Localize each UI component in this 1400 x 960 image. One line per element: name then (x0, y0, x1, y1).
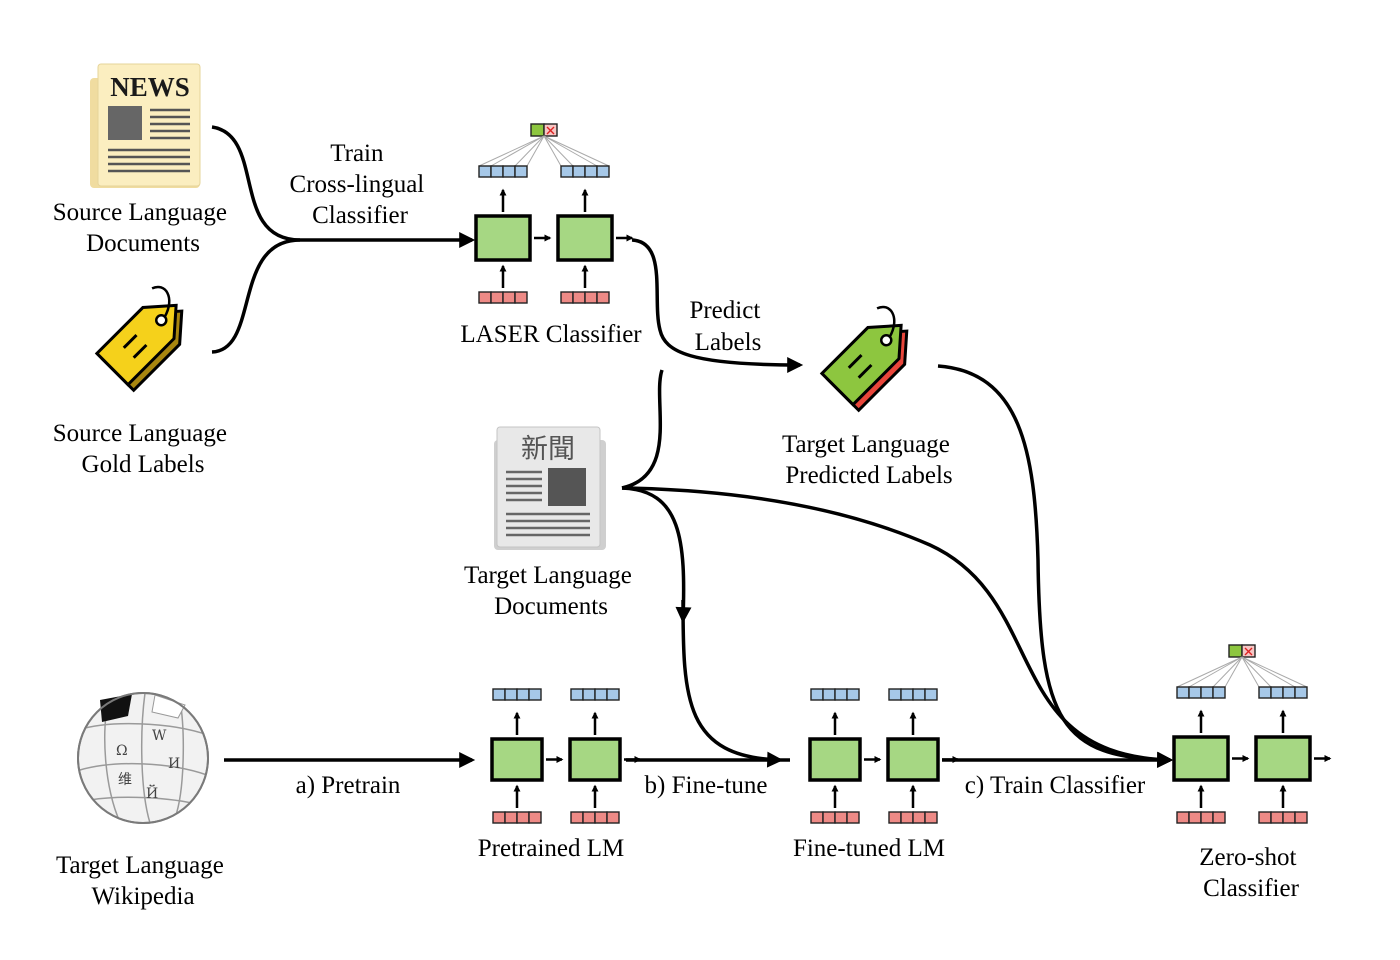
lstm-cell (474, 214, 532, 262)
lstm-cell (556, 214, 614, 262)
output-vector (888, 688, 938, 701)
input-vector (570, 811, 620, 824)
lstm-cell (886, 737, 940, 782)
label-zero-shot-classifier: Zero-shot Classifier (1199, 844, 1302, 902)
arrow-predicted-labels-to-zeroshot (937, 364, 1174, 768)
label-finetune: b) Fine-tune (645, 772, 768, 799)
input-vector (1258, 811, 1308, 824)
arrow-finetune-join (681, 599, 784, 768)
wiki-glyph-i: И (168, 756, 180, 772)
input-vector (1176, 811, 1226, 824)
lstm-cell (1254, 735, 1312, 782)
output-vector (478, 165, 528, 178)
label-finetuned-lm: Fine-tuned LM (793, 835, 945, 862)
label-pretrain: a) Pretrain (296, 772, 401, 799)
finetuned-lm-model (808, 711, 960, 808)
input-vector (810, 811, 860, 824)
wiki-glyph-wei: 维 (118, 772, 132, 788)
target-news-heading: 新聞 (521, 434, 575, 465)
text-labels: Source Language Documents Source Languag… (53, 140, 1302, 910)
arrow-target-docs-down (621, 486, 692, 624)
arrow-target-docs-to-zeroshot (621, 486, 1174, 768)
gold-label-tag-icon (94, 285, 184, 393)
flow-arrows (211, 125, 1174, 768)
zeroshot-classifier-model (1172, 644, 1332, 808)
label-output-icon (478, 123, 610, 167)
input-vector (478, 291, 528, 304)
label-output-icon (1176, 644, 1308, 688)
pretrained-lm-model (490, 711, 642, 808)
wiki-glyph-short-i: Й (146, 783, 158, 802)
arrow-laser-to-predicted-labels (631, 238, 804, 373)
output-vector (492, 688, 542, 701)
label-target-predicted-labels: Target Language Predicted Labels (782, 431, 956, 489)
input-vector (888, 811, 938, 824)
label-target-wikipedia: Target Language Wikipedia (56, 852, 230, 910)
label-source-documents: Source Language Documents (53, 199, 233, 257)
laser-classifier-model (474, 123, 634, 288)
label-train-classifier: c) Train Classifier (965, 772, 1146, 799)
output-vector (1258, 686, 1308, 699)
arrow-source-labels-merge (211, 238, 301, 354)
lstm-cell (808, 737, 862, 782)
label-train-cross-lingual: Train Cross-lingual Classifier (290, 140, 431, 229)
output-vector (560, 165, 610, 178)
newspaper-icon: NEWS (90, 63, 201, 188)
lstm-cell (568, 737, 622, 782)
wikipedia-globe-icon: Ω W И 维 Й (77, 692, 209, 824)
label-predict-labels: Predict Labels (689, 297, 766, 356)
label-pretrained-lm: Pretrained LM (478, 835, 624, 862)
input-vector (492, 811, 542, 824)
wiki-glyph-w: W (152, 728, 167, 744)
label-laser-classifier: LASER Classifier (460, 321, 642, 348)
lstm-cell (490, 737, 544, 782)
output-vector (570, 688, 620, 701)
arrow-target-docs-to-predict (621, 369, 664, 490)
news-heading: NEWS (110, 72, 190, 102)
target-newspaper-icon: 新聞 (494, 426, 606, 550)
model-blocks (474, 123, 1332, 824)
label-source-gold-labels: Source Language Gold Labels (53, 420, 233, 478)
wiki-glyph-omega: Ω (116, 743, 128, 759)
arrow-source-docs-to-laser (211, 125, 476, 248)
lstm-cell (1172, 735, 1230, 782)
label-target-documents: Target Language Documents (464, 562, 638, 620)
output-vector (1176, 686, 1226, 699)
predicted-label-tag-icon (819, 305, 909, 413)
output-vector (810, 688, 860, 701)
input-vector (560, 291, 610, 304)
